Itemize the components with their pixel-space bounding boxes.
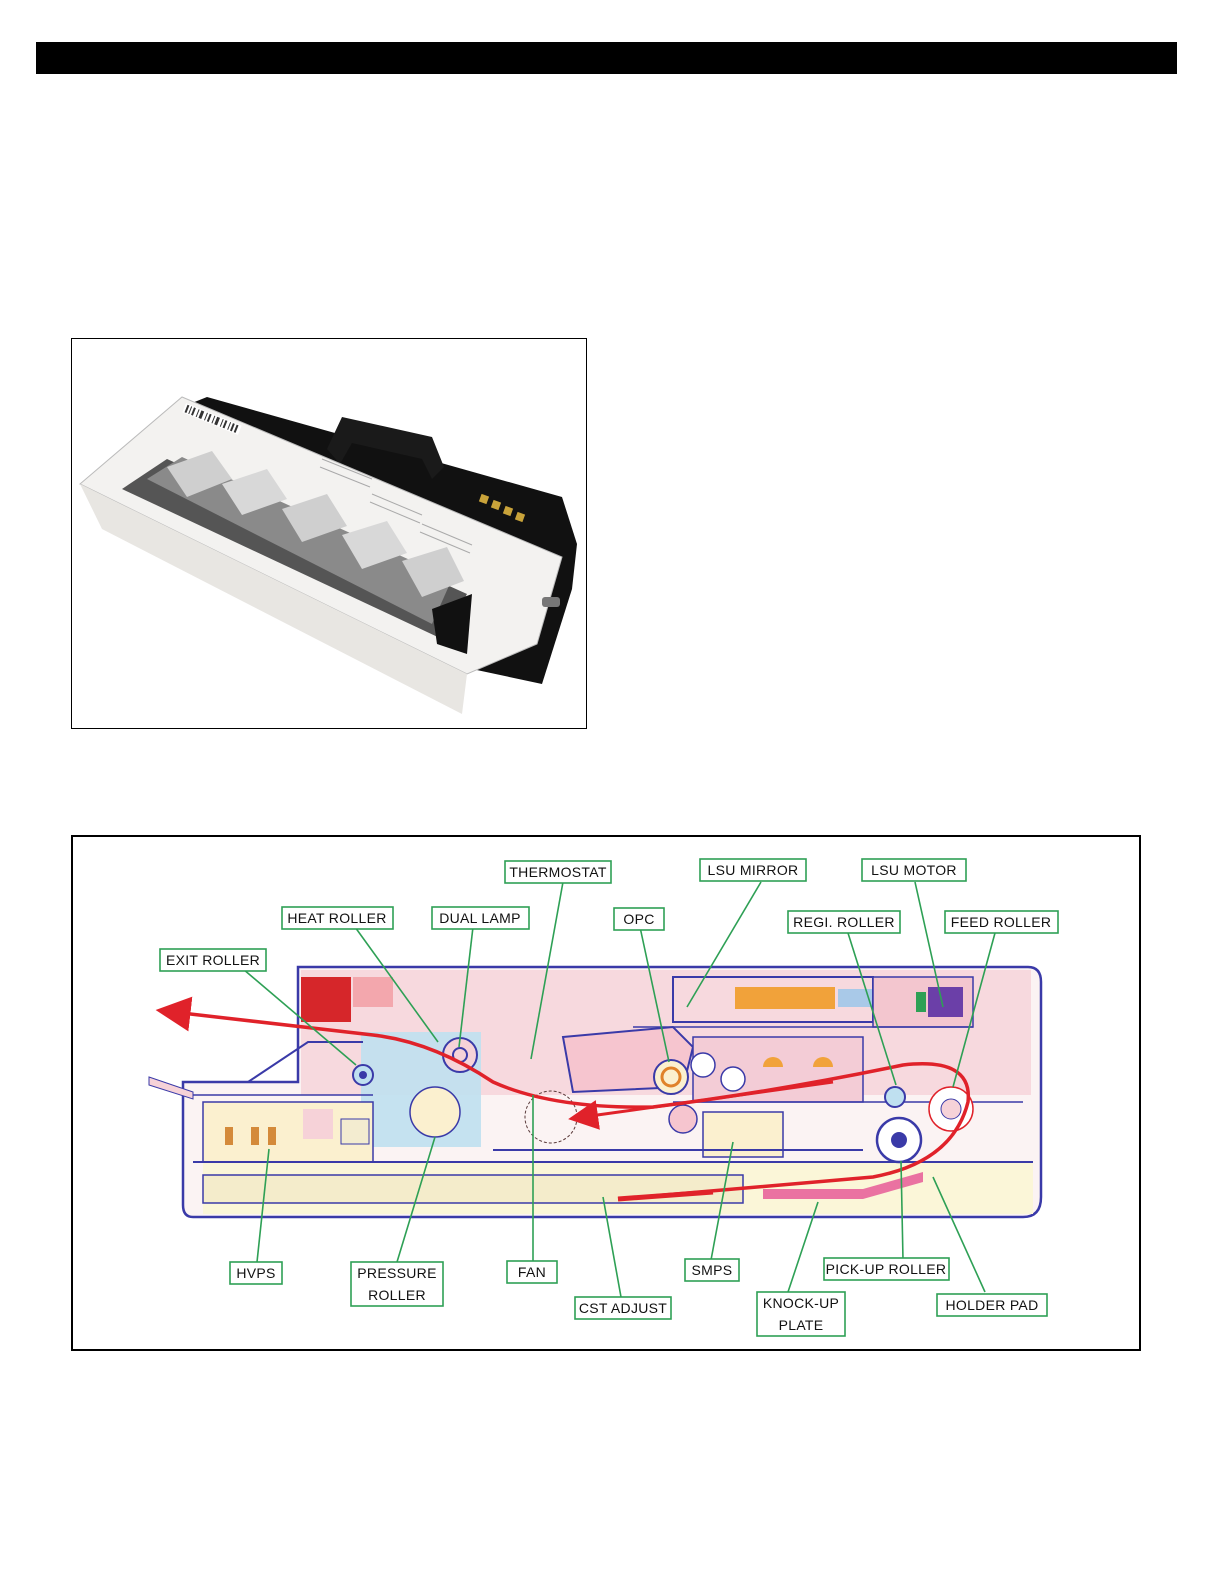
label-holder-pad: HOLDER PAD (937, 1294, 1047, 1316)
label-heat-roller-text: HEAT ROLLER (287, 910, 386, 926)
label-holder-pad-text: HOLDER PAD (946, 1297, 1039, 1313)
toner-cartridge-photo (71, 338, 587, 729)
label-opc-text: OPC (623, 911, 654, 927)
label-regi-roller: REGI. ROLLER (788, 911, 900, 933)
label-exit-roller-text: EXIT ROLLER (166, 952, 260, 968)
label-thermostat-text: THERMOSTAT (509, 864, 607, 880)
printer-body (149, 967, 1041, 1217)
label-hvps: HVPS (230, 1262, 282, 1284)
label-pressure-roller: PRESSURE ROLLER (351, 1262, 443, 1306)
label-knock-up-plate-text-1: KNOCK-UP (763, 1295, 839, 1311)
label-pressure-roller-text-1: PRESSURE (357, 1265, 436, 1281)
label-hvps-text: HVPS (236, 1265, 275, 1281)
header-bar (36, 42, 1177, 74)
label-pick-up-roller: PICK-UP ROLLER (824, 1258, 949, 1280)
label-thermostat: THERMOSTAT (505, 861, 611, 883)
label-feed-roller-text: FEED ROLLER (951, 914, 1052, 930)
label-pressure-roller-text-2: ROLLER (368, 1287, 426, 1303)
label-lsu-motor: LSU MOTOR (862, 859, 966, 881)
label-smps: SMPS (685, 1259, 739, 1281)
label-smps-text: SMPS (692, 1262, 733, 1278)
label-exit-roller: EXIT ROLLER (160, 949, 266, 971)
label-heat-roller: HEAT ROLLER (282, 907, 393, 929)
label-lsu-mirror-text: LSU MIRROR (708, 862, 799, 878)
label-dual-lamp-text: DUAL LAMP (439, 910, 521, 926)
label-cst-adjust: CST ADJUST (575, 1297, 671, 1319)
printer-cross-section-diagram: THERMOSTAT LSU MIRROR LSU MOTOR HEAT ROL… (71, 835, 1141, 1351)
label-fan-text: FAN (518, 1264, 546, 1280)
label-fan: FAN (507, 1261, 557, 1283)
label-lsu-motor-text: LSU MOTOR (871, 862, 957, 878)
label-opc: OPC (614, 908, 664, 930)
label-regi-roller-text: REGI. ROLLER (793, 914, 895, 930)
label-knock-up-plate: KNOCK-UP PLATE (757, 1292, 845, 1336)
label-feed-roller: FEED ROLLER (945, 911, 1058, 933)
label-cst-adjust-text: CST ADJUST (579, 1300, 667, 1316)
label-dual-lamp: DUAL LAMP (432, 907, 529, 929)
label-lsu-mirror: LSU MIRROR (700, 859, 806, 881)
label-pick-up-roller-text: PICK-UP ROLLER (826, 1261, 947, 1277)
label-knock-up-plate-text-2: PLATE (779, 1317, 824, 1333)
